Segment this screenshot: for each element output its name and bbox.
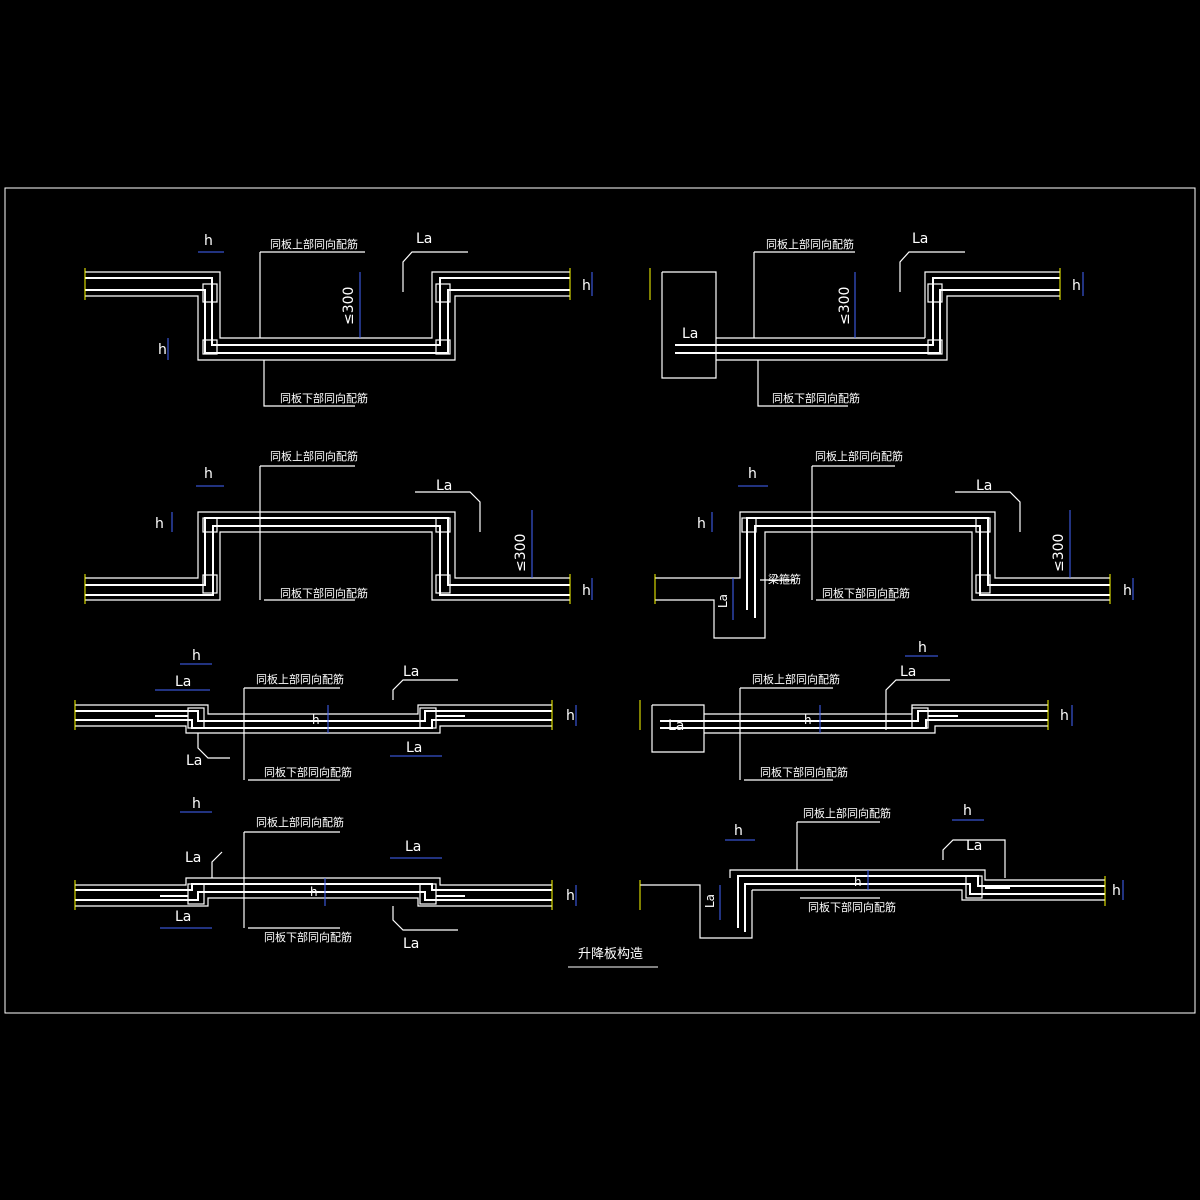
dim-h-label: h [582, 278, 591, 294]
detail-8-small-step-up-beam: h h La La h h 同板上部同向配筋 同板下部同向配筋 [639, 803, 1124, 939]
dim-le300-label: ≤300 [1051, 534, 1067, 572]
detail-5-small-step: h La La La La h h 同板上部同向配筋 同板下部同向配筋 [74, 648, 577, 781]
bottom-rebar-note: 同板下部同向配筋 [760, 765, 848, 779]
dim-h-label: h [582, 583, 591, 599]
dim-la-label: La [416, 231, 432, 247]
dim-la-label: La [976, 478, 992, 494]
top-rebar-note: 同板上部同向配筋 [803, 806, 891, 820]
dim-h-label: h [697, 516, 706, 532]
dim-la-label: La [668, 718, 684, 734]
dim-la-label: La [403, 664, 419, 680]
dim-h-label: h [854, 875, 862, 889]
dim-h-label: h [566, 888, 575, 904]
dim-h-label: h [1123, 583, 1132, 599]
dim-h-label: h [804, 713, 812, 727]
bottom-rebar-note: 同板下部同向配筋 [808, 900, 896, 914]
dim-h-label: h [748, 466, 757, 482]
dim-h-label: h [734, 823, 743, 839]
bottom-rebar-note: 同板下部同向配筋 [264, 930, 352, 944]
dim-h-label: h [204, 233, 213, 249]
dim-le300-label: ≤300 [837, 287, 853, 325]
dim-h-label: h [1112, 883, 1121, 899]
dim-la-label: La [405, 839, 421, 855]
dim-la-label: La [900, 664, 916, 680]
dim-la-label: La [406, 740, 422, 756]
detail-7-small-step-up: h La La La La h h 同板上部同向配筋 同板下部同向配筋 [74, 796, 577, 952]
bottom-rebar-note: 同板下部同向配筋 [822, 586, 910, 600]
dim-h-label: h [918, 640, 927, 656]
bottom-rebar-note: 同板下部同向配筋 [280, 586, 368, 600]
bottom-rebar-note: 同板下部同向配筋 [264, 765, 352, 779]
top-rebar-note: 同板上部同向配筋 [256, 815, 344, 829]
beam-rebar-note: 梁箍筋 [768, 572, 801, 586]
dim-h-label: h [192, 796, 201, 812]
dim-h-label: h [155, 516, 164, 532]
dim-h-label: h [1072, 278, 1081, 294]
dim-le300-label: ≤300 [341, 287, 357, 325]
top-rebar-note: 同板上部同向配筋 [256, 672, 344, 686]
bottom-rebar-note: 同板下部同向配筋 [772, 391, 860, 405]
detail-2-step-down-beam: La La h ≤300 同板上部同向配筋 同板下部同向配筋 [649, 231, 1084, 407]
dim-h-label: h [312, 713, 320, 727]
drawing-frame [4, 187, 1196, 1014]
dim-la-label: La [912, 231, 928, 247]
dim-la-label: La [682, 326, 698, 342]
dim-la-label: La [175, 909, 191, 925]
dim-h-label: h [192, 648, 201, 664]
top-rebar-note: 同板上部同向配筋 [766, 237, 854, 251]
dim-h-label: h [158, 342, 167, 358]
detail-3-step-up: h h h La ≤300 同板上部同向配筋 同板下部同向配筋 [84, 449, 593, 604]
dim-la-label: La [436, 478, 452, 494]
dim-h-label: h [963, 803, 972, 819]
top-rebar-note: 同板上部同向配筋 [270, 449, 358, 463]
dim-h-label: h [1060, 708, 1069, 724]
dim-h-label: h [204, 466, 213, 482]
bottom-rebar-note: 同板下部同向配筋 [280, 391, 368, 405]
dim-la-label: La [403, 936, 419, 952]
dim-la-label: La [703, 894, 717, 908]
dim-la-label: La [175, 674, 191, 690]
detail-4-step-up-beam: h h h La La ≤300 同板上部同向配筋 梁箍筋 同板下部同向配筋 [654, 449, 1134, 639]
top-rebar-note: 同板上部同向配筋 [270, 237, 358, 251]
dim-la-label: La [186, 753, 202, 769]
detail-1-step-down: h h h La ≤300 同板上部同向配筋 同板下部同向配筋 [84, 231, 593, 407]
dim-la-label: La [185, 850, 201, 866]
drawing-title: 升降板构造 [578, 947, 643, 962]
detail-6-small-step-beam: h La La h h 同板上部同向配筋 同板下部同向配筋 [639, 640, 1073, 781]
dim-le300-label: ≤300 [513, 534, 529, 572]
top-rebar-note: 同板上部同向配筋 [752, 672, 840, 686]
dim-h-label: h [566, 708, 575, 724]
dim-la-label: La [966, 838, 982, 854]
top-rebar-note: 同板上部同向配筋 [815, 449, 903, 463]
dim-la-label: La [716, 594, 730, 608]
dim-h-label: h [310, 885, 318, 899]
